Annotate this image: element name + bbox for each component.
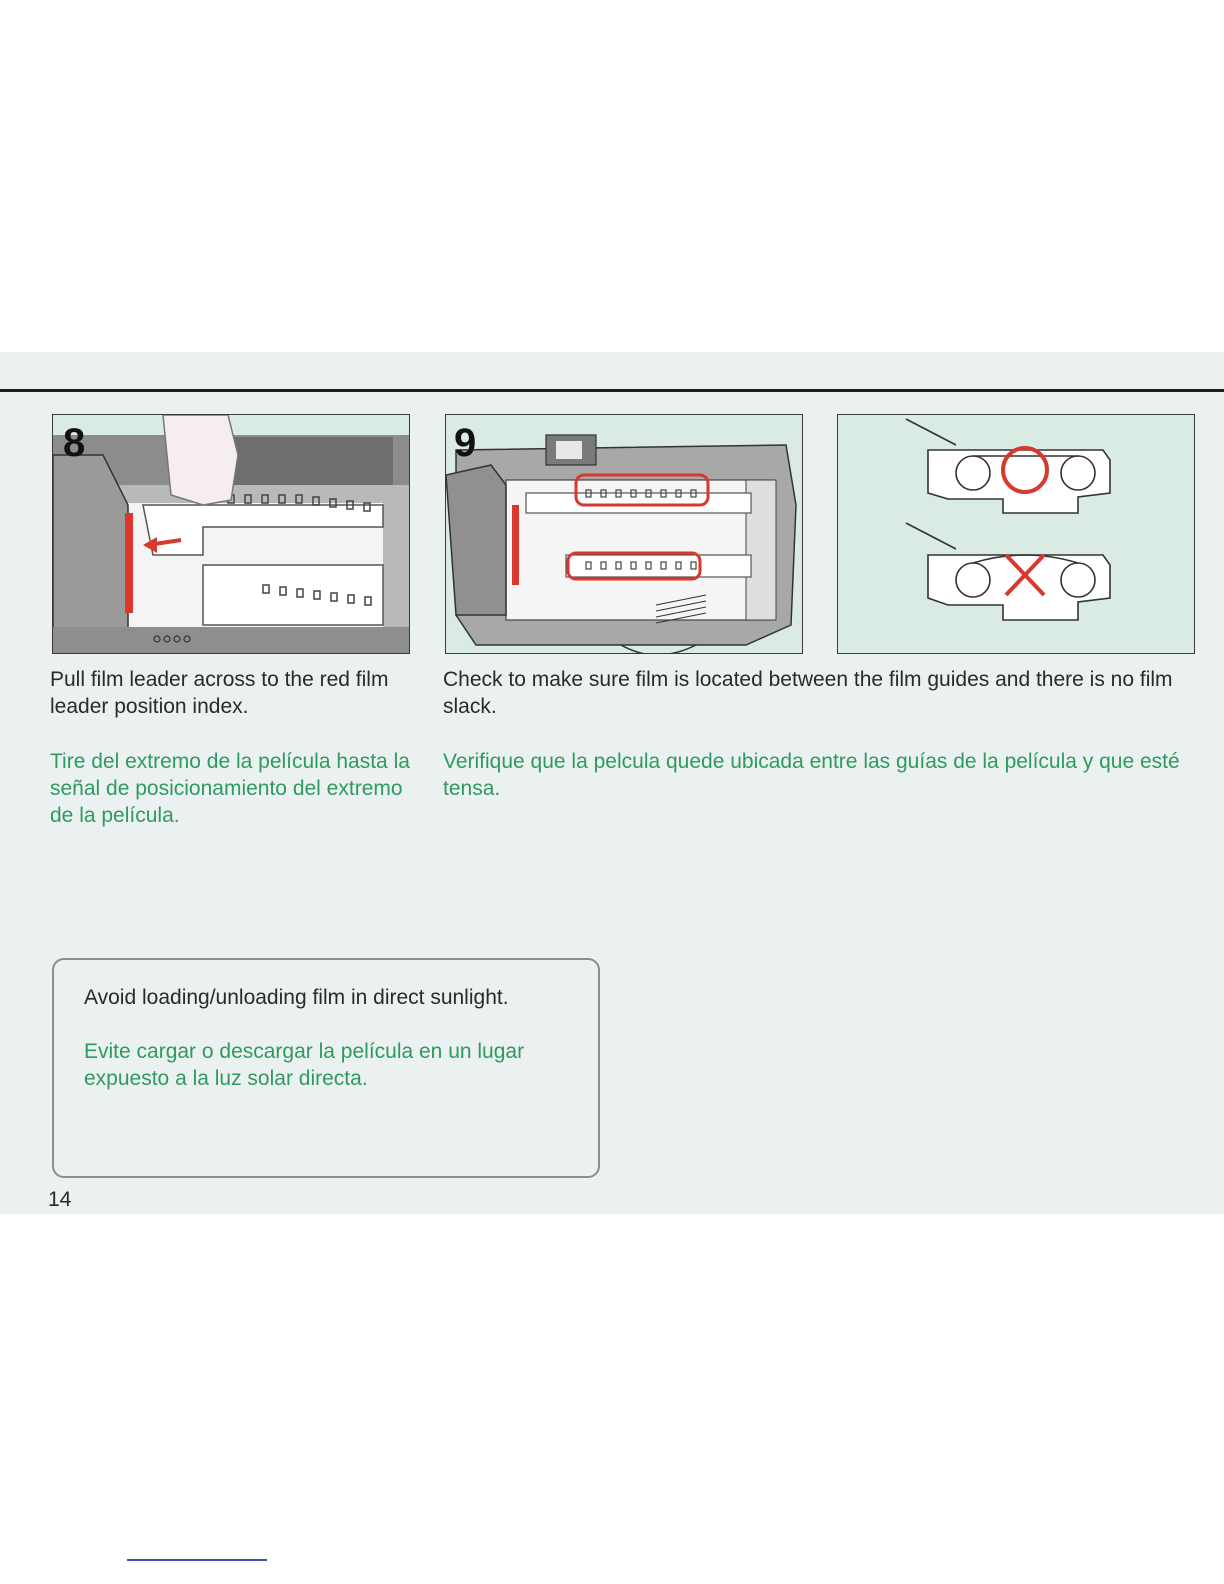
step-8-english: Pull film leader across to the red film … xyxy=(50,668,389,718)
film-tension-diagram xyxy=(838,415,1194,653)
figure-film-tension xyxy=(837,414,1195,654)
step-9-english: Check to make sure film is located betwe… xyxy=(443,668,1173,718)
header-rule xyxy=(0,389,1224,392)
incorrect-x-icon xyxy=(1004,553,1046,597)
step-9-spanish: Verifique que la pelcula quede ubicada e… xyxy=(443,750,1180,800)
notice-spanish: Evite cargar o descargar la película en … xyxy=(84,1040,525,1090)
notice-english: Avoid loading/unloading film in direct s… xyxy=(84,986,509,1009)
figure-step-8: 8 xyxy=(52,414,410,654)
correct-circle-icon xyxy=(1001,446,1049,494)
film-guides-illustration xyxy=(446,415,802,653)
step-number-8: 8 xyxy=(63,421,86,465)
correct-example xyxy=(905,418,1111,514)
figure-step-9: 9 xyxy=(445,414,803,654)
film-leader-illustration xyxy=(53,415,409,653)
step-8-spanish: Tire del extremo de la película hasta la… xyxy=(50,750,410,827)
incorrect-example xyxy=(905,522,1111,621)
step-number-9: 9 xyxy=(454,421,477,465)
page-number: 14 xyxy=(48,1188,72,1211)
sunlight-notice-box: Avoid loading/unloading film in direct s… xyxy=(52,958,600,1178)
manual-page: 8 xyxy=(0,352,1224,1214)
bottom-mark xyxy=(127,1559,267,1561)
